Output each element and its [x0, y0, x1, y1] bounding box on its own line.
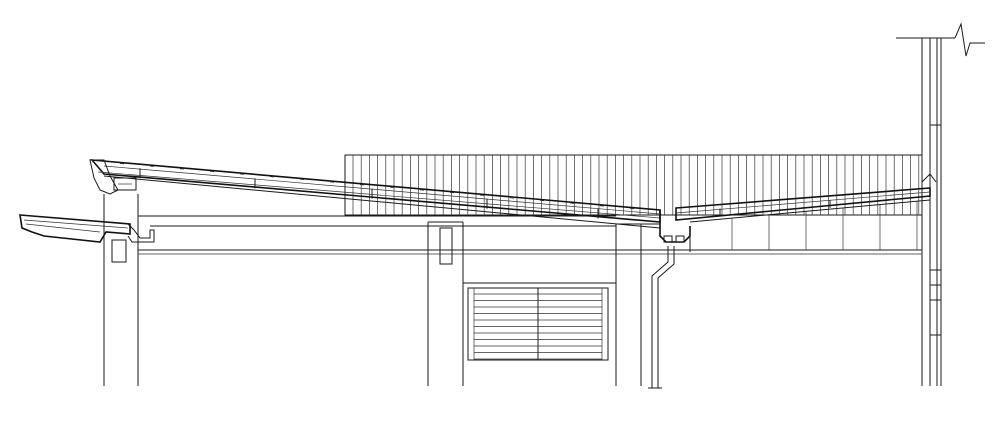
- lower-left-eave: [19, 214, 155, 243]
- middle-column: [427, 221, 464, 386]
- right-chimney: [896, 22, 985, 386]
- louvered-window: [463, 282, 616, 361]
- right-ceiling-panels: [731, 201, 918, 250]
- rear-slatted-screen: [344, 154, 923, 216]
- break-symbol: [954, 22, 985, 57]
- window-louvers: [474, 293, 602, 360]
- right-roof-plane: [675, 173, 937, 223]
- screen-slats: [352, 155, 920, 215]
- left-roof-joints: [119, 163, 635, 219]
- main-beams: [138, 215, 922, 255]
- downpipe: [648, 246, 675, 389]
- right-column: [615, 223, 660, 386]
- right-roof-joints: [719, 199, 831, 217]
- left-wall: [103, 194, 139, 386]
- valley-gutter: [659, 210, 691, 252]
